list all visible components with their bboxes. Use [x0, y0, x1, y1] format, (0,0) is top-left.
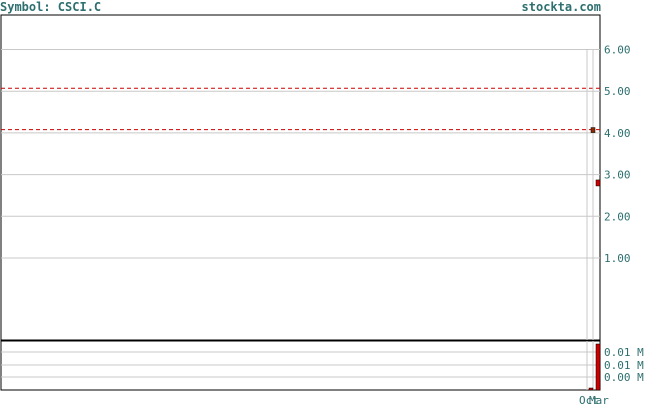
volume-bar — [595, 343, 601, 391]
volume-bar — [588, 387, 594, 391]
price-marker — [590, 127, 596, 133]
price-tick-label: 5.00 — [604, 85, 631, 98]
x-tick-label: Oct — [579, 394, 599, 406]
price-tick-label: 6.00 — [604, 44, 631, 57]
symbol-label: Symbol: CSCI.C — [0, 0, 102, 14]
volume-tick-label: 0.01 M — [604, 346, 644, 359]
price-panel-frame — [0, 14, 601, 341]
price-tick-label: 3.00 — [604, 169, 631, 182]
x-tick-label: Mar — [589, 394, 609, 406]
site-link[interactable]: stockta.com — [521, 0, 601, 14]
price-tick-label: 1.00 — [604, 252, 631, 265]
volume-tick-label: 0.00 M — [604, 371, 644, 384]
volume-tick-label: 0.01 M — [604, 359, 644, 372]
price-tick-label: 2.00 — [604, 210, 631, 223]
price-tick-label: 4.00 — [604, 127, 631, 140]
price-marker — [595, 179, 601, 187]
